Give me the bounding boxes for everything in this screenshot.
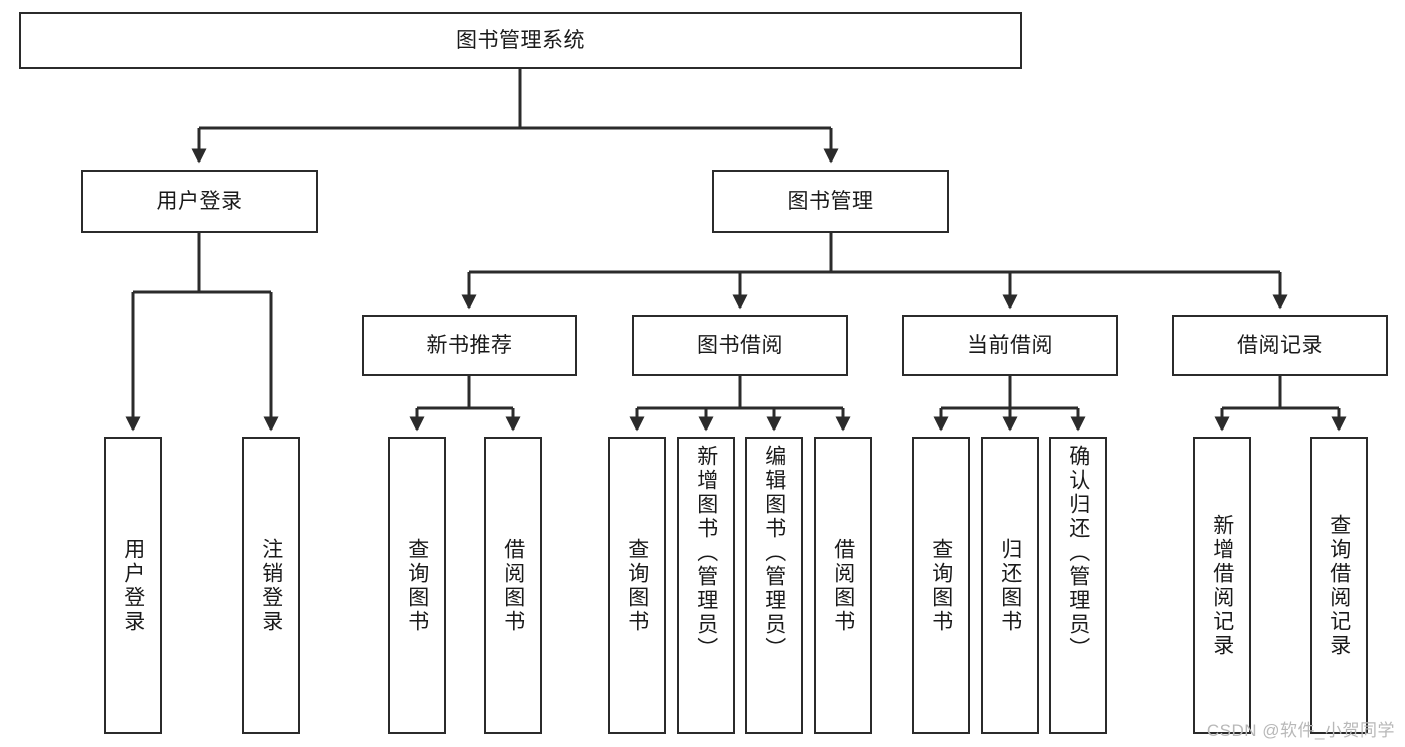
node-label: 归还图书	[998, 537, 1022, 634]
node-leaf-confirm-return-admin[interactable]: 确认归还（管理员）	[1049, 437, 1107, 734]
node-leaf-return-book[interactable]: 归还图书	[981, 437, 1039, 734]
csdn-watermark: CSDN @软件_小贺同学	[1206, 721, 1395, 740]
node-leaf-edit-book-admin[interactable]: 编辑图书（管理员）	[745, 437, 803, 734]
node-label: 确认归还（管理员）	[1066, 445, 1090, 661]
node-book-management[interactable]: 图书管理	[712, 170, 949, 233]
node-root-book-management-system[interactable]: 图书管理系统	[19, 12, 1022, 69]
node-label: 查询图书	[625, 537, 649, 634]
node-label: 查询借阅记录	[1327, 513, 1351, 658]
node-label: 当前借阅	[967, 333, 1053, 357]
node-leaf-user-login[interactable]: 用户登录	[104, 437, 162, 734]
node-label: 用户登录	[156, 189, 243, 213]
node-leaf-borrow-book-new[interactable]: 借阅图书	[484, 437, 542, 734]
node-new-book-recommend[interactable]: 新书推荐	[362, 315, 577, 376]
node-label: 图书管理	[787, 189, 874, 213]
node-leaf-query-book-borrow[interactable]: 查询图书	[608, 437, 666, 734]
node-leaf-logout[interactable]: 注销登录	[242, 437, 300, 734]
node-leaf-query-book-current[interactable]: 查询图书	[912, 437, 970, 734]
node-current-borrow[interactable]: 当前借阅	[902, 315, 1118, 376]
node-label: 借阅记录	[1237, 333, 1323, 357]
node-label: 借阅图书	[501, 537, 525, 634]
node-borrow-record[interactable]: 借阅记录	[1172, 315, 1388, 376]
node-leaf-query-book-new[interactable]: 查询图书	[388, 437, 446, 734]
node-label: 用户登录	[121, 537, 145, 634]
node-leaf-add-book-admin[interactable]: 新增图书（管理员）	[677, 437, 735, 734]
node-label: 新增图书（管理员）	[694, 445, 718, 661]
node-label: 查询图书	[929, 537, 953, 634]
node-book-borrow[interactable]: 图书借阅	[632, 315, 848, 376]
node-label: 新书推荐	[426, 333, 513, 357]
node-leaf-borrow-book[interactable]: 借阅图书	[814, 437, 872, 734]
node-user-login[interactable]: 用户登录	[81, 170, 318, 233]
node-leaf-query-borrow-record[interactable]: 查询借阅记录	[1310, 437, 1368, 734]
node-label: 编辑图书（管理员）	[762, 445, 786, 661]
node-label: 注销登录	[259, 537, 283, 634]
node-label: 图书借阅	[697, 333, 783, 357]
node-label: 新增借阅记录	[1210, 513, 1234, 658]
node-label: 借阅图书	[831, 537, 855, 634]
node-leaf-add-borrow-record[interactable]: 新增借阅记录	[1193, 437, 1251, 734]
node-label: 查询图书	[405, 537, 429, 634]
node-label: 图书管理系统	[456, 28, 585, 52]
